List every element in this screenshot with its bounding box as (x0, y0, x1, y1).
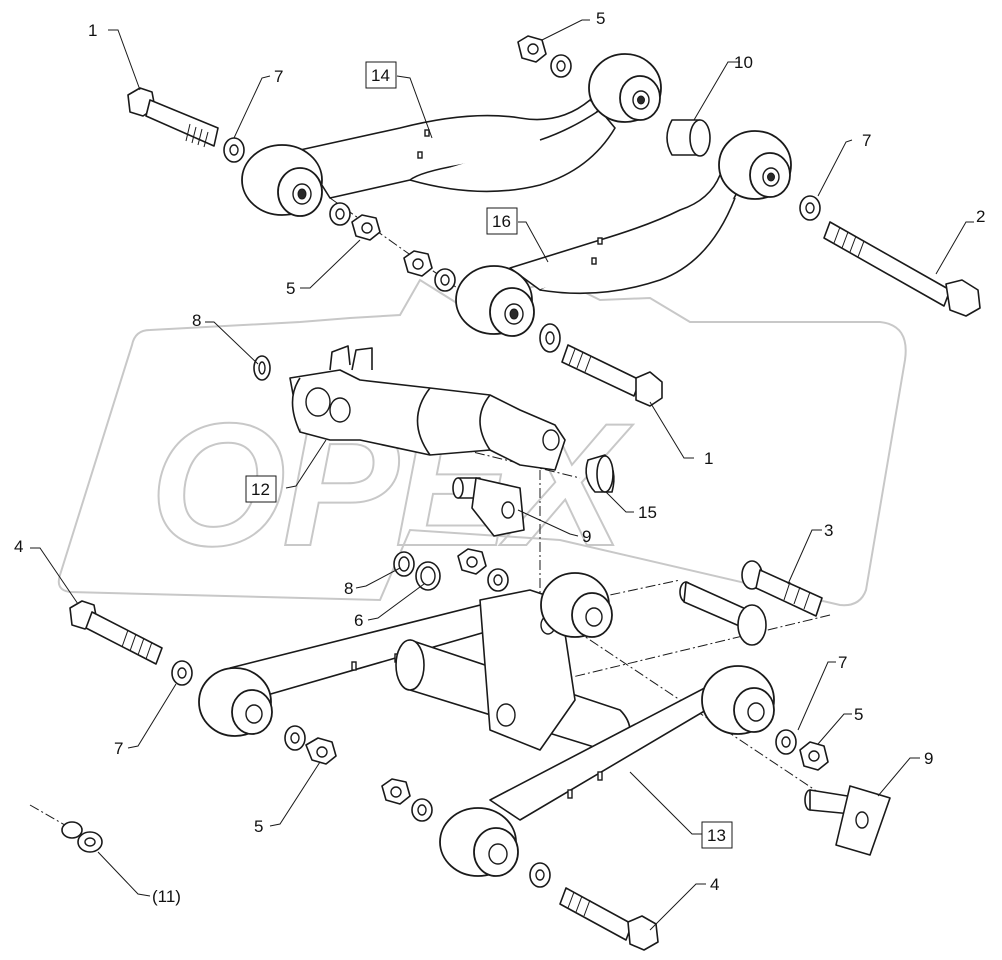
nut-5-mid (403, 250, 456, 292)
bolt-4-bottom (529, 862, 659, 951)
callout-labels: 1 7 14 5 10 7 16 2 5 8 1 12 15 9 4 3 8 6… (14, 9, 985, 906)
callout-5-mid: 5 (286, 279, 295, 298)
callout-4-bottom: 4 (710, 875, 719, 894)
callout-7-right: 7 (862, 131, 871, 150)
callout-8-upper: 8 (192, 311, 201, 330)
pin-9-lower (804, 785, 891, 856)
nut-5-lower-top (457, 548, 509, 592)
nut-5-lower-left (284, 725, 337, 765)
callout-1-mid: 1 (704, 449, 713, 468)
bolt-1-mid (539, 323, 663, 407)
nut-5-bottom (381, 778, 433, 822)
callout-5-top: 5 (596, 9, 605, 28)
circlip-8-lower (393, 551, 441, 591)
callout-2: 2 (976, 207, 985, 226)
upper-link-14 (241, 53, 662, 217)
callout-14-box (365, 61, 397, 89)
bushing-15 (585, 454, 615, 493)
pin-9-mid (452, 477, 525, 537)
callout-12-box (245, 475, 277, 503)
clip-11 (61, 821, 103, 853)
lower-bushings (198, 572, 775, 877)
pin-right (679, 581, 767, 646)
callout-7-upper: 7 (274, 67, 283, 86)
bolt-3 (741, 560, 823, 617)
callout-3: 3 (824, 521, 833, 540)
pivot-tube (395, 589, 631, 756)
nut-5-upper-left (329, 202, 381, 241)
callout-10: 10 (734, 53, 753, 72)
leader-lines (30, 19, 974, 931)
washer-7-upper (223, 137, 245, 163)
callout-16: 16 (492, 212, 511, 231)
nut-5-top (517, 35, 572, 78)
nut-5-lower-right (775, 729, 829, 771)
callout-9-mid: 9 (582, 527, 591, 546)
bolt-1-upper (127, 87, 219, 148)
cylinder-12 (253, 345, 566, 471)
callout-5-lower-left: 5 (254, 817, 263, 836)
bolt-2 (823, 221, 981, 317)
callout-12: 12 (251, 480, 270, 499)
callout-13-box (701, 821, 733, 849)
callout-7-lower-left: 7 (114, 739, 123, 758)
spacer-10 (666, 119, 711, 157)
callout-13: 13 (707, 826, 726, 845)
callout-7-lower-right: 7 (838, 653, 847, 672)
callout-1-upper: 1 (88, 21, 97, 40)
bolt-4-left (69, 600, 193, 686)
callout-6: 6 (354, 611, 363, 630)
callout-11: (11) (152, 887, 181, 906)
washer-7-right (799, 195, 821, 221)
callout-4-left: 4 (14, 537, 23, 556)
callout-16-box (486, 207, 518, 235)
callout-14: 14 (371, 66, 390, 85)
upper-link-16 (455, 130, 792, 337)
callout-15: 15 (638, 503, 657, 522)
callout-8-lower: 8 (344, 579, 353, 598)
callout-9-lower: 9 (924, 749, 933, 768)
callout-5-lower-right: 5 (854, 705, 863, 724)
